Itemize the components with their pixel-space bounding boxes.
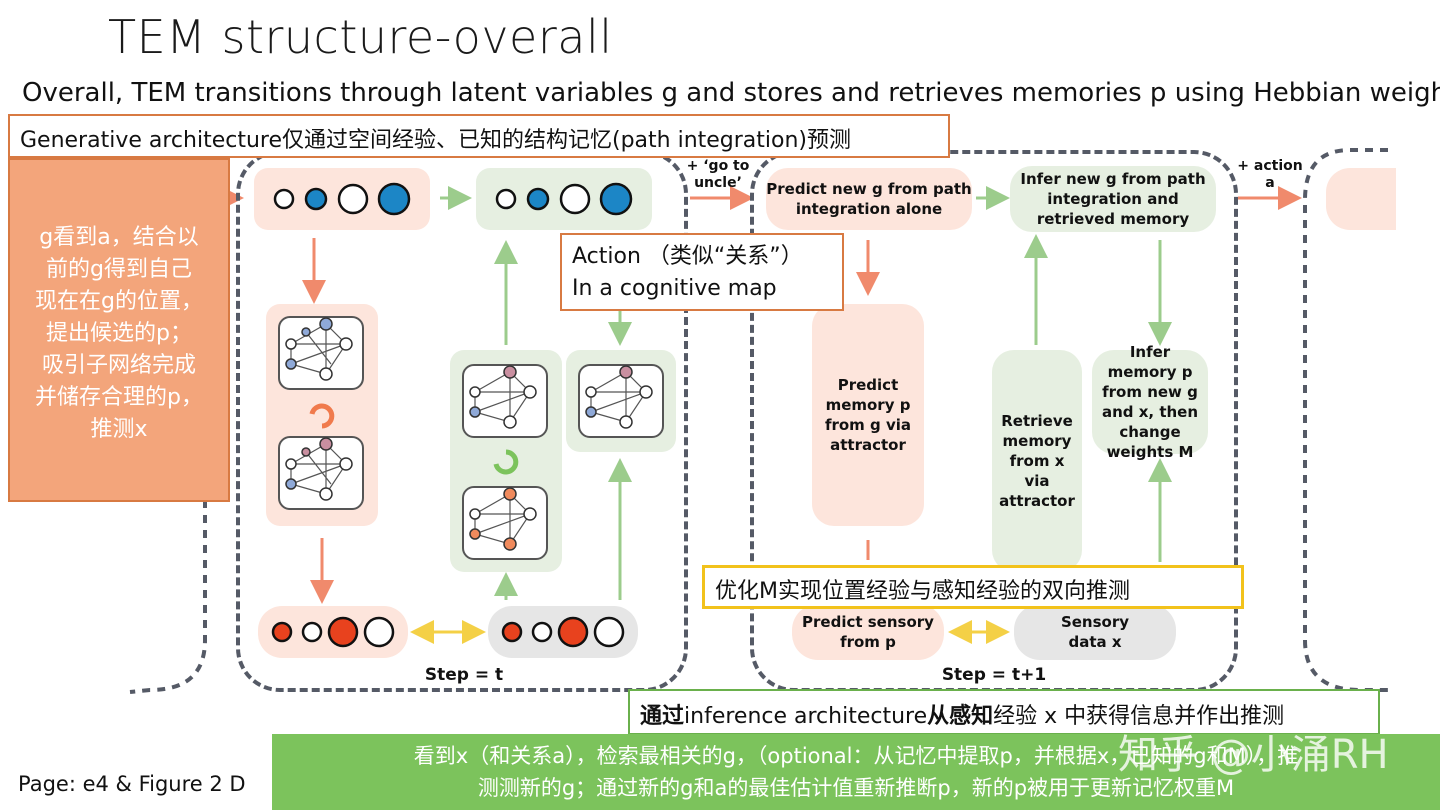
action-note: Action （类似“关系”） In a cognitive map: [560, 233, 844, 311]
watermark: 知乎 @小涌RH: [1118, 732, 1389, 778]
inference-note: 通过inference architecture从感知经验 x 中获得信息并作出…: [628, 689, 1380, 735]
x-circles: [271, 616, 625, 648]
generative-note: Generative architecture仅通过空间经验、已知的结构记忆(p…: [8, 114, 950, 158]
step-t-label: Step = t: [424, 665, 504, 685]
page-subtitle: Overall, TEM transitions through latent …: [22, 78, 1440, 108]
sensory-data-box: Sensory data x: [1014, 604, 1176, 660]
predict-memory-box: Predict memory p from g via attractor: [812, 304, 924, 526]
predict-g-box: Predict new g from path integration alon…: [766, 168, 972, 230]
retrieve-memory-box: Retrieve memory from x via attractor: [992, 350, 1082, 572]
predict-sensory-box: Predict sensory from p: [792, 604, 944, 660]
page-reference: Page: e4 & Figure 2 D: [18, 772, 246, 796]
next-step-curve: [1303, 148, 1388, 692]
next-step-g-box: [1326, 168, 1396, 230]
infer-memory-box: Infer memory p from new g and x, then ch…: [1092, 343, 1208, 461]
bottom-explanation-note: 看到x（和关系a），检索最相关的g，（optional：从记忆中提取p，并根据x…: [272, 734, 1440, 810]
g-circles: [273, 182, 633, 216]
step-t1-label: Step = t+1: [941, 665, 1047, 685]
page-title: TEM structure-overall: [108, 10, 613, 64]
left-explanation-note: g看到a，结合以 前的g得到自己 现在在g的位置， 提出候选的p； 吸引子网络完…: [8, 158, 230, 502]
network-graphs: [285, 317, 653, 551]
prev-step-curve: [129, 500, 207, 694]
optimize-note: 优化M实现位置经验与感知经验的双向推测: [702, 565, 1244, 609]
infer-g-box: Infer new g from path integration and re…: [1010, 166, 1216, 232]
